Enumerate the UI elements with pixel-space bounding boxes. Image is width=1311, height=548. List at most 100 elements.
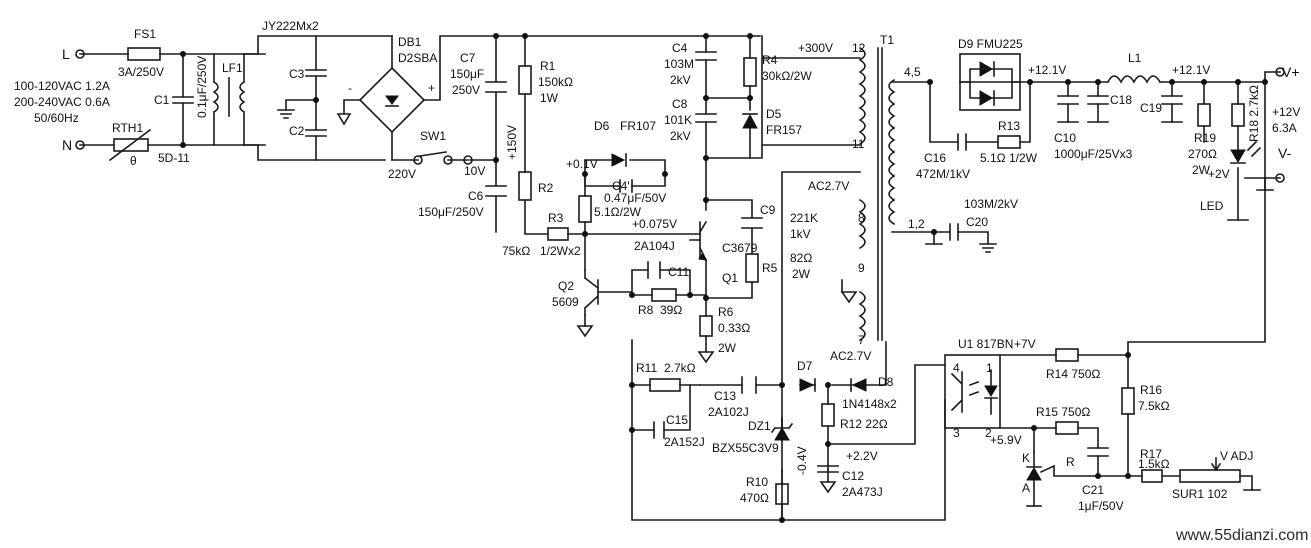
thermistor-rth1 (113, 138, 149, 152)
label-r12: R12 22Ω (840, 417, 888, 431)
label-c12v: 2A473J (842, 485, 883, 499)
label-rth1v: 5D-11 (158, 151, 190, 165)
label-v7: +7V (1014, 337, 1036, 351)
output-spec-2: 6.3A (1272, 121, 1297, 135)
label-v10: 10V (464, 164, 485, 178)
label-p12: 12 (852, 41, 866, 55)
label-ac27b: AC2.7V (830, 349, 871, 363)
label-d8v: 1N4148x2 (842, 397, 897, 411)
label-ac27a: AC2.7V (808, 179, 849, 193)
label-c15v: 2A152J (664, 435, 705, 449)
resistor-r19 (1197, 103, 1211, 127)
label-r14: R14 750Ω (1046, 367, 1100, 381)
label-r11v: 2.7kΩ (664, 361, 696, 375)
label-db1: DB1 (398, 35, 422, 49)
label-c11v: 2A104J (634, 239, 675, 253)
input-n-label: N (62, 137, 72, 153)
label-r16: R16 (1140, 383, 1162, 397)
watermark: www.55dianzi.com (1175, 527, 1309, 544)
label-c8v: 101K (664, 113, 692, 127)
label-v150: +150V (505, 125, 519, 160)
resistor-r13 (997, 135, 1021, 149)
label-q2v: 5609 (552, 295, 579, 309)
label-rth1: RTH1 (112, 121, 143, 135)
fuse-fs1 (127, 47, 161, 61)
resistor-r8 (651, 288, 677, 302)
transistor-q1 (698, 220, 708, 262)
label-r1: R1 (540, 59, 556, 73)
label-r3v: 75kΩ (502, 244, 530, 258)
label-q1v: C3679 (722, 241, 758, 255)
label-vm04: -0.4V (795, 446, 809, 475)
output-spec-1: +12V (1272, 105, 1300, 119)
label-l1: L1 (1128, 51, 1142, 65)
label-r5v2: 2W (792, 267, 811, 281)
label-r5v: 82Ω (790, 251, 812, 265)
label-c18: C18 (1110, 93, 1132, 107)
bridge-rectifier-db1 (358, 66, 426, 134)
label-pin3: 3 (953, 426, 960, 440)
label-p11: 11 (852, 137, 865, 151)
diode-d6 (611, 153, 626, 167)
resistor-r15 (1055, 421, 1079, 435)
label-c7v: 150μF (450, 67, 484, 81)
label-led: LED (1200, 199, 1224, 213)
label-v121b: +12.1V (1172, 63, 1210, 77)
label-p8: 8 (858, 211, 865, 225)
label-r8: R8 (638, 303, 654, 317)
label-c4v: 103M (664, 57, 694, 71)
label-p9: 9 (858, 261, 865, 275)
label-r17: R17 (1140, 447, 1162, 461)
label-d6: D6 (594, 119, 610, 133)
label-plus: + (428, 81, 435, 95)
label-c6: C6 (468, 189, 484, 203)
label-r1v: 150kΩ (538, 75, 573, 89)
label-v22: +2.2V (846, 449, 878, 463)
label-c4b: C4' (612, 179, 630, 193)
label-v220: 220V (388, 167, 416, 181)
label-r19v2: 2W (1192, 163, 1211, 177)
label-p12b: 1,2 (908, 217, 925, 231)
label-c1: C1 (154, 93, 170, 107)
input-spec-3: 50/60Hz (34, 111, 79, 125)
resistor-r16 (1121, 387, 1135, 415)
resistor-r3 (547, 227, 569, 241)
input-l-label: L (62, 46, 70, 62)
label-r11: R11 (636, 361, 657, 375)
label-sw1: SW1 (420, 129, 446, 143)
label-r13v: 5.1Ω 1/2W (980, 151, 1038, 165)
resistor-5r1 (578, 195, 592, 223)
switch-sw1-a (413, 155, 423, 165)
label-c9: C9 (760, 203, 776, 217)
label-pin2: 2 (985, 426, 992, 440)
resistor-r11 (649, 378, 681, 392)
label-kk: K (1022, 451, 1030, 465)
label-c3: C3 (289, 67, 305, 81)
label-t1: T1 (880, 33, 894, 47)
label-c9v: 221K (790, 211, 818, 225)
label-d7: D7 (797, 359, 813, 373)
output-vplus-label: V+ (1282, 64, 1300, 80)
label-r8v: 39Ω (660, 303, 682, 317)
inductor-lf1-b (239, 80, 246, 114)
terminal-n (75, 140, 85, 150)
label-r10: R10 (746, 475, 768, 489)
label-fs1v: 3A/250V (118, 65, 164, 79)
label-d6v: FR107 (620, 119, 656, 133)
label-c2: C2 (289, 124, 305, 138)
label-lf1: LF1 (222, 61, 243, 75)
resistor-r4 (743, 57, 757, 87)
resistor-r2 (518, 171, 532, 201)
label-c4: C4 (672, 41, 688, 55)
wiring (79, 35, 1281, 521)
capacitor-c1 (172, 96, 194, 104)
label-c19: C19 (1140, 101, 1162, 115)
ground-triangle (336, 113, 352, 126)
terminal-l (75, 49, 85, 59)
label-c16v: 472M/1kV (916, 167, 970, 181)
label-v59: +5.9V (990, 433, 1022, 447)
label-vadj: V ADJ (1220, 449, 1253, 463)
label-c1v: 0.1μF/250V (195, 56, 209, 118)
